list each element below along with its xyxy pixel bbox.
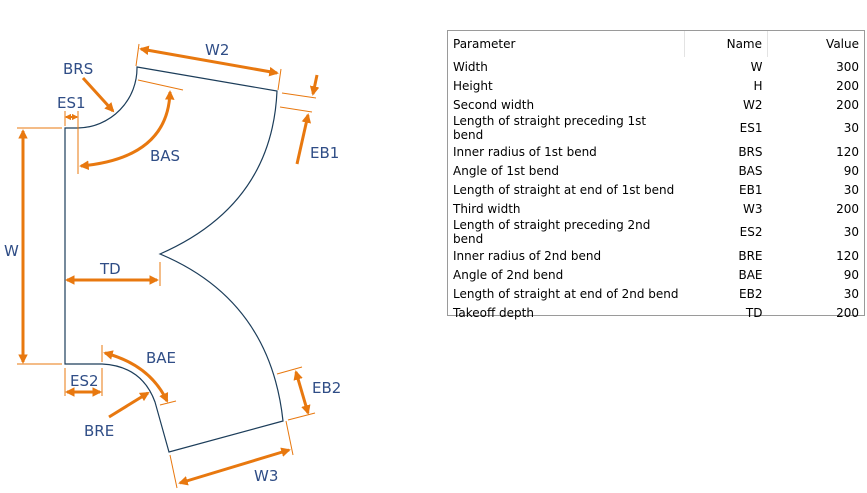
table-row[interactable]: Inner radius of 1st bend BRS 120 bbox=[448, 142, 864, 161]
cell-parameter: Second width bbox=[453, 97, 535, 112]
label-w2: W2 bbox=[205, 41, 229, 59]
cell-value: 30 bbox=[843, 225, 859, 239]
cell-value: 200 bbox=[836, 78, 859, 93]
cell-value: 120 bbox=[836, 248, 859, 263]
cell-value: 90 bbox=[843, 267, 859, 282]
table-row[interactable]: Angle of 2nd bend BAE 90 bbox=[448, 265, 864, 284]
table-row[interactable]: Length of straight at end of 1st bend EB1… bbox=[448, 180, 864, 199]
brs-arrow bbox=[81, 76, 115, 113]
bas-arrow bbox=[79, 90, 175, 171]
column-header-value[interactable]: Value bbox=[826, 37, 859, 51]
table-row[interactable]: Height H 200 bbox=[448, 76, 864, 95]
cell-name: BRE bbox=[738, 248, 763, 263]
label-bae: BAE bbox=[146, 349, 176, 367]
table-row[interactable]: Width W 300 bbox=[448, 57, 864, 76]
cell-parameter: Length of straight preceding 2nd bend bbox=[453, 218, 651, 246]
cell-value: 90 bbox=[843, 163, 859, 178]
eb1-arrow-bottom bbox=[295, 113, 312, 165]
cell-value: 300 bbox=[836, 59, 859, 74]
cell-parameter: Width bbox=[453, 59, 488, 74]
cell-parameter: Inner radius of 1st bend bbox=[453, 144, 597, 159]
table-row[interactable]: Length of straight preceding 1st bend ES1… bbox=[448, 114, 864, 142]
label-eb1: EB1 bbox=[310, 144, 339, 162]
column-header-name[interactable]: Name bbox=[684, 31, 768, 57]
cell-name: ES1 bbox=[739, 121, 763, 135]
cell-value: 200 bbox=[836, 201, 859, 216]
cell-parameter: Angle of 1st bend bbox=[453, 163, 559, 178]
table-row[interactable]: Angle of 1st bend BAS 90 bbox=[448, 161, 864, 180]
cell-value: 30 bbox=[843, 182, 859, 197]
cell-value: 200 bbox=[836, 305, 859, 320]
fitting-diagram: W2 BRS ES1 BAS EB1 W TD BAE ES2 BRE EB2 … bbox=[4, 41, 341, 489]
eb1-arrow-top bbox=[309, 74, 320, 96]
cell-parameter: Takeoff depth bbox=[453, 305, 534, 320]
bae-arrow bbox=[103, 350, 169, 403]
table-row[interactable]: Length of straight at end of 2nd bend EB2… bbox=[448, 284, 864, 303]
label-td: TD bbox=[99, 260, 121, 278]
label-eb2: EB2 bbox=[312, 379, 341, 397]
bre-arrow bbox=[108, 391, 150, 419]
cell-value: 30 bbox=[843, 286, 859, 301]
cell-name: W3 bbox=[743, 201, 763, 216]
table-row[interactable]: Length of straight preceding 2nd bend ES2… bbox=[448, 218, 864, 246]
cell-parameter: Inner radius of 2nd bend bbox=[453, 248, 602, 263]
label-es1: ES1 bbox=[57, 94, 86, 112]
w2-arrow bbox=[139, 45, 279, 77]
cell-parameter: Length of straight at end of 1st bend bbox=[453, 182, 675, 197]
fitting-outline bbox=[64, 66, 284, 453]
cell-name: EB2 bbox=[739, 286, 763, 301]
w3-arrow bbox=[178, 447, 291, 486]
label-w: W bbox=[4, 242, 19, 260]
table-row[interactable]: Inner radius of 2nd bend BRE 120 bbox=[448, 246, 864, 265]
table-row[interactable]: Second width W2 200 bbox=[448, 95, 864, 114]
cell-name: TD bbox=[745, 305, 763, 320]
cell-value: 120 bbox=[836, 144, 859, 159]
cell-parameter: Length of straight preceding 1st bend bbox=[453, 114, 647, 142]
cell-name: EB1 bbox=[739, 182, 763, 197]
cell-parameter: Third width bbox=[453, 201, 521, 216]
eb2-arrow bbox=[293, 370, 311, 415]
table-header-row: Parameter Name Value bbox=[448, 31, 864, 57]
cell-name: W2 bbox=[743, 97, 763, 112]
cell-parameter: Height bbox=[453, 78, 493, 93]
cell-parameter: Angle of 2nd bend bbox=[453, 267, 564, 282]
cell-name: BAE bbox=[738, 267, 763, 282]
table-row[interactable]: Third width W3 200 bbox=[448, 199, 864, 218]
cell-name: BAS bbox=[738, 163, 763, 178]
cell-name: ES2 bbox=[739, 225, 763, 239]
label-bre: BRE bbox=[84, 422, 114, 440]
label-w3: W3 bbox=[254, 467, 278, 485]
column-header-parameter[interactable]: Parameter bbox=[448, 31, 685, 57]
cell-name: W bbox=[750, 59, 763, 74]
label-brs: BRS bbox=[63, 60, 93, 78]
extension-lines bbox=[17, 43, 317, 489]
label-es2: ES2 bbox=[70, 372, 99, 390]
label-bas: BAS bbox=[150, 147, 180, 165]
cell-parameter: Length of straight at end of 2nd bend bbox=[453, 286, 679, 301]
cell-value: 30 bbox=[843, 121, 859, 135]
cell-name: BRS bbox=[738, 144, 763, 159]
table-row[interactable]: Takeoff depth TD 200 bbox=[448, 303, 864, 322]
cell-name: H bbox=[753, 78, 763, 93]
cell-value: 200 bbox=[836, 97, 859, 112]
